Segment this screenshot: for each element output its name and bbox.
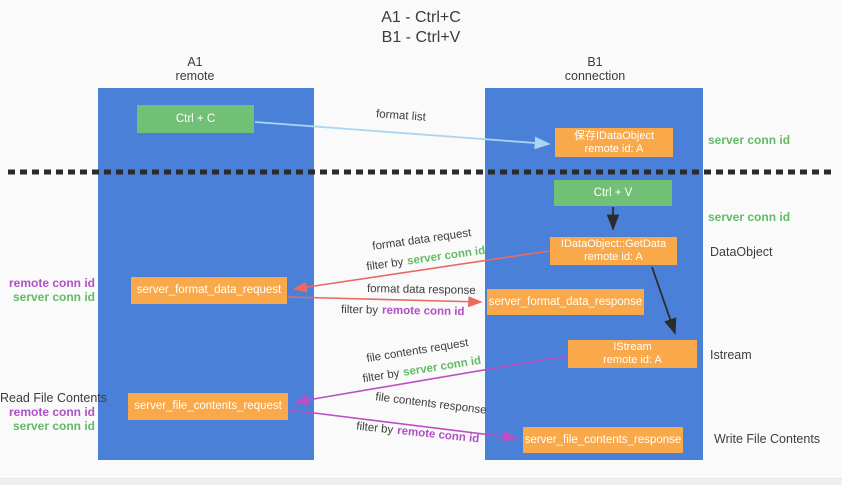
right-label-dataobject: DataObject: [710, 245, 773, 259]
right-label-server-conn-id-mid: server conn id: [708, 210, 791, 224]
node-getdata-line2: remote id: A: [584, 251, 643, 263]
title-line-2: B1 - Ctrl+V: [381, 29, 461, 46]
label-file-contents-response: file contents response: [374, 391, 488, 417]
right-label-server-conn-id-top: server conn id: [708, 133, 791, 147]
lane-header-b1: B1 connection: [550, 55, 640, 83]
node-save-dataobject: 保存IDataObject remote id: A: [555, 128, 673, 157]
left-remote-conn-id-mid: remote conn id: [8, 276, 95, 290]
node-format-request-label: server_format_data_request: [136, 284, 282, 296]
node-server-file-contents-request: server_file_contents_request: [128, 393, 288, 420]
node-format-response-label: server_format_data_response: [488, 295, 643, 308]
node-file-response-label: server_file_contents_response: [524, 433, 682, 446]
node-ctrl-c: Ctrl + C: [137, 105, 254, 133]
right-label-istream: Istream: [710, 348, 752, 362]
left-label-block-bottom: Read File Contents remote conn id server…: [0, 391, 108, 433]
left-remote-conn-id-bottom: remote conn id: [8, 405, 95, 419]
filter-by-text: filter by: [340, 303, 379, 317]
remote-conn-id-text: remote conn id: [381, 304, 465, 319]
lane-a1-subtitle: remote: [175, 69, 215, 83]
node-getdata-line1: IDataObject::GetData: [560, 238, 667, 250]
left-conn-id-block-mid: remote conn id server conn id: [0, 276, 95, 304]
node-ctrl-v-label: Ctrl + V: [593, 186, 633, 199]
filter-by-text: filter by: [355, 420, 394, 437]
left-read-file-contents: Read File Contents: [0, 391, 108, 405]
server-conn-id-text: server conn id: [406, 244, 486, 268]
filter-by-text: filter by: [361, 367, 401, 386]
right-label-write-file-contents: Write File Contents: [714, 432, 821, 446]
server-conn-id-text: server conn id: [402, 354, 482, 379]
node-save-dataobject-line2: remote id: A: [584, 142, 644, 155]
node-server-format-data-request: server_format_data_request: [131, 277, 287, 304]
label-format-list: format list: [375, 108, 427, 124]
node-file-request-label: server_file_contents_request: [134, 400, 282, 412]
node-save-dataobject-line1: 保存IDataObject: [573, 129, 655, 142]
node-server-file-contents-response: server_file_contents_response: [523, 427, 683, 453]
label-format-data-response: format data response: [366, 283, 476, 297]
node-istream: IStream remote id: A: [568, 340, 697, 368]
window-bottom-edge: [0, 478, 842, 485]
lane-b1-subtitle: connection: [564, 69, 626, 83]
left-server-conn-id-mid: server conn id: [12, 289, 95, 304]
node-istream-line1: IStream: [613, 341, 652, 353]
node-idataobject-getdata: IDataObject::GetData remote id: A: [550, 237, 677, 265]
lane-header-a1: A1 remote: [150, 55, 240, 83]
arrow-format-data-response: [287, 296, 483, 308]
left-server-conn-id-bottom: server conn id: [12, 418, 95, 433]
filter-by-text: filter by: [365, 256, 405, 274]
lane-b1-title: B1: [587, 55, 603, 69]
remote-conn-id-text: remote conn id: [396, 424, 480, 446]
title-line-1: A1 - Ctrl+C: [381, 9, 461, 26]
diagram-title: A1 - Ctrl+C B1 - Ctrl+V: [0, 8, 842, 48]
lane-a1-title: A1: [187, 55, 203, 69]
node-istream-line2: remote id: A: [603, 354, 662, 366]
node-ctrl-v: Ctrl + V: [554, 180, 672, 206]
node-server-format-data-response: server_format_data_response: [487, 289, 644, 315]
node-ctrl-c-label: Ctrl + C: [175, 112, 216, 125]
